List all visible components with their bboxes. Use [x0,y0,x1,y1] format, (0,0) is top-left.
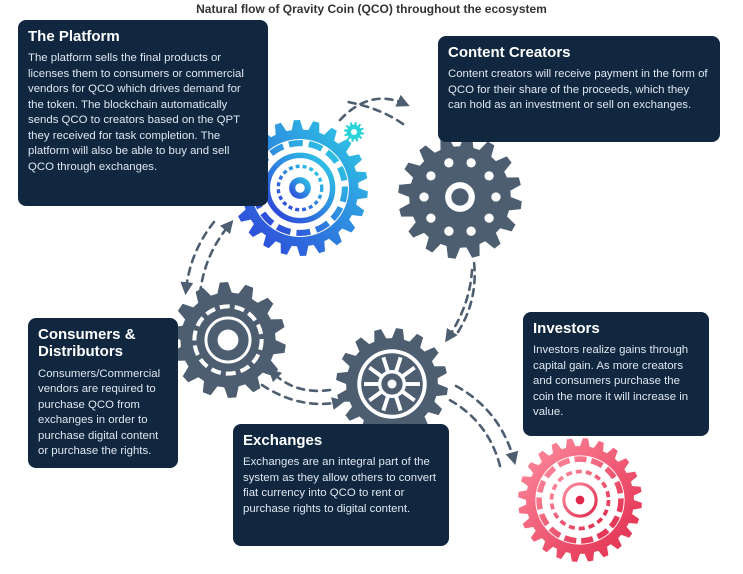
arrow-creators-to-exchanges [445,268,474,343]
consumers-heading: Consumers & Distributors [38,326,136,361]
platform-heading: The Platform [28,28,120,45]
investors-box: Investors Investors realize gains throug… [523,312,709,436]
arrow-investors-to-exchanges [444,396,502,468]
arrow-consumers-to-exchanges [260,383,346,410]
arrow-platform-to-creators [338,94,410,122]
content-creators-text: Content creators will receive payment in… [448,68,708,112]
investors-gear-icon [518,438,642,562]
consumers-text: Consumers/Commercial vendors are require… [38,367,161,458]
consumers-gear-icon [170,282,286,398]
investors-heading: Investors [533,320,600,337]
arrow-exchanges-to-investors [454,384,519,466]
arrow-consumers-to-platform [198,220,234,296]
consumers-box: Consumers & Distributors Consumers/Comme… [28,318,178,468]
arrow-platform-to-consumers [180,220,216,296]
investors-text: Investors realize gains through capital … [533,344,689,419]
platform-text: The platform sells the final products or… [28,52,244,173]
exchanges-gear-icon [336,328,448,440]
diagram-title: Natural flow of Qravity Coin (QCO) throu… [196,2,547,16]
platform-box: The Platform The platform sells the fina… [18,20,268,206]
creators-gear-icon [398,135,522,259]
exchanges-heading: Exchanges [243,432,323,449]
arrow-exchanges-to-creators [456,260,476,334]
small-gear-icon [344,122,364,142]
content-creators-heading: Content Creators [448,44,571,61]
arrow-exchanges-to-consumers [268,368,332,393]
exchanges-text: Exchanges are an integral part of the sy… [243,456,437,515]
content-creators-box: Content Creators Content creators will r… [438,36,720,142]
arrow-creators-to-platform [346,100,405,126]
exchanges-box: Exchanges Exchanges are an integral part… [233,424,449,546]
